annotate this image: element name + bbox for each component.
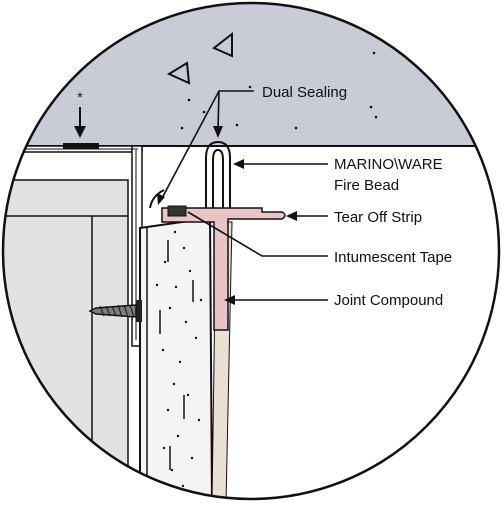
- leader-lines: [160, 90, 328, 301]
- triangle-aggregate-icon: [166, 31, 233, 85]
- stud-crack-marks: [159, 240, 194, 470]
- label-intumescent-tape: Intumescent Tape: [334, 249, 452, 266]
- label-joint-compound: Joint Compound: [334, 292, 443, 309]
- stud-wall: [139, 216, 214, 499]
- label-fire-bead: Fire Bead: [334, 177, 399, 194]
- label-dual-sealing: Dual Sealing: [262, 84, 347, 101]
- concrete-speckle: [180, 51, 378, 130]
- intumescent-tape: [167, 205, 187, 217]
- tear-off-strip: [161, 207, 286, 331]
- asterisk-mark: *: [77, 89, 83, 105]
- leader-arrowheads: [157, 126, 297, 305]
- sealant-bead: [149, 189, 165, 209]
- down-arrow-icon: [74, 107, 86, 138]
- label-marinoware: MARINO\WARE: [334, 156, 443, 173]
- concrete-deck: [3, 3, 499, 146]
- screw-icon: [88, 300, 142, 322]
- sealant-strip: [63, 143, 99, 149]
- label-tear-off-strip: Tear Off Strip: [334, 209, 422, 226]
- fire-bead: [205, 140, 231, 218]
